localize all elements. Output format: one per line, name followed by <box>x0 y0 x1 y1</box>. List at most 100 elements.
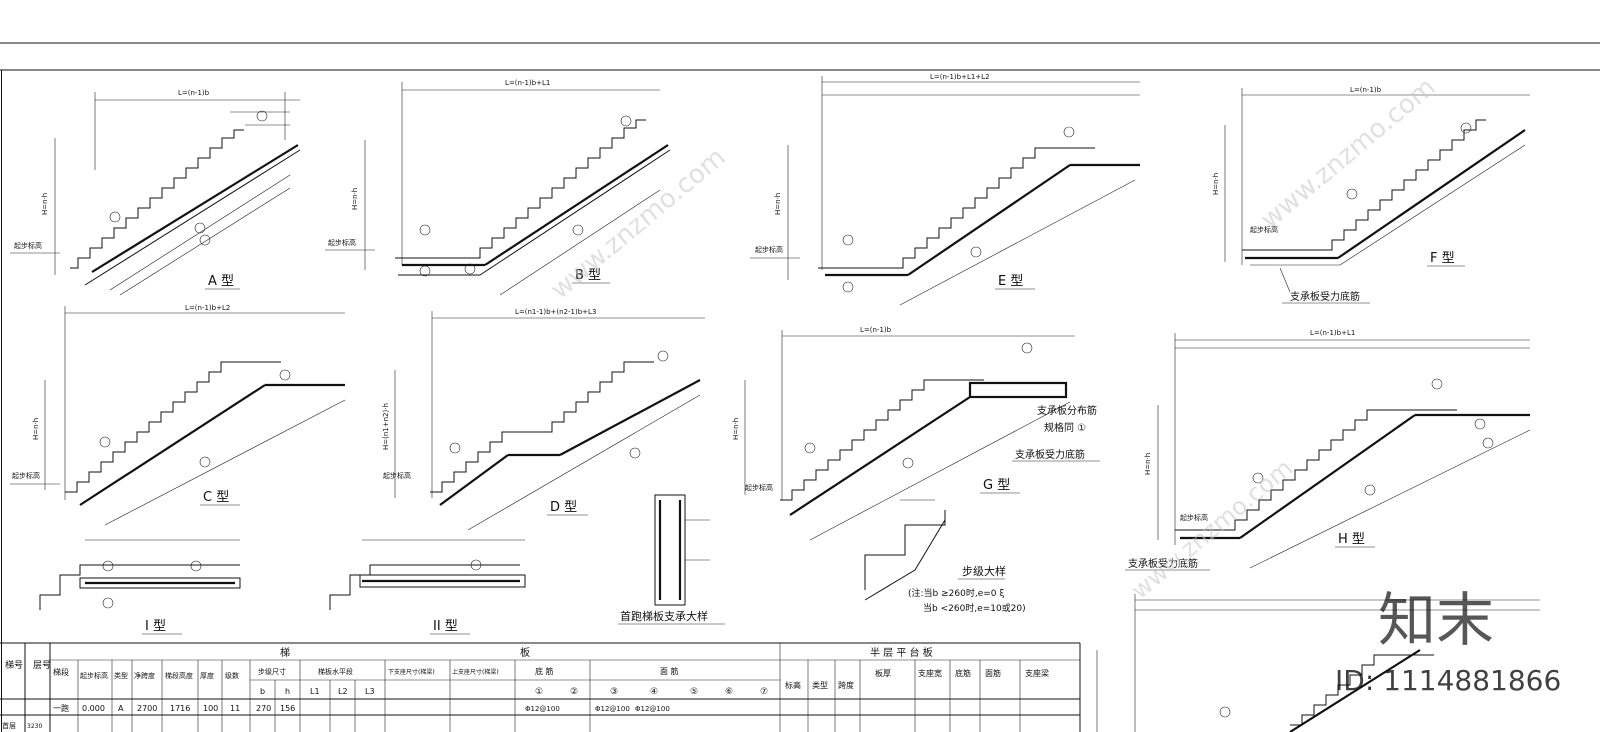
col-upper-support: 上支座尺寸(梯梁) <box>452 668 499 676</box>
plat-col-elev: 标高 <box>785 680 801 690</box>
plat-col-span: 跨度 <box>838 680 854 690</box>
b-start-elev: 起步标高 <box>328 238 356 247</box>
c-height-label: H=n·h <box>32 418 40 440</box>
detail-type-2: II 型 <box>329 539 526 635</box>
g-height-label: H=n·h <box>732 418 740 440</box>
stair-type-b: L=(n-1)b+L1 H=n·h 起步标高 B 型 <box>325 79 671 296</box>
row1-h: 156 <box>280 704 295 713</box>
f-span-label: L=(n-1)b <box>1350 86 1382 94</box>
sub-h: h <box>285 687 290 696</box>
col-steps: 级数 <box>225 671 239 680</box>
f-start-elev: 起步标高 <box>1250 225 1278 234</box>
bar-num-4: ④ <box>650 687 658 697</box>
table-section-platform: 半 层 平 台 板 <box>870 646 933 659</box>
watermark-site-3: www.znzmo.com <box>1126 454 1298 605</box>
h-title: H 型 <box>1338 532 1365 547</box>
bar-num-6: ⑥ <box>725 687 733 697</box>
b-title: B 型 <box>575 268 601 283</box>
stair-type-h: L=(n-1)b+L1 H=n·h 起步标高 支承板受力底筋 H 型 <box>1125 329 1531 571</box>
c-start-elev: 起步标高 <box>12 471 40 480</box>
a-span-label: L=(n-1)b <box>178 89 210 97</box>
d-start-elev: 起步标高 <box>383 471 411 480</box>
d-title: D 型 <box>550 500 577 515</box>
col-thickness: 厚度 <box>200 671 214 680</box>
sub-b: b <box>260 687 265 696</box>
watermark-id: ID: 1114881866 <box>1335 664 1561 697</box>
bar-num-7: ⑦ <box>760 687 768 697</box>
type1-title: I 型 <box>145 619 166 634</box>
col-lower-support: 下支座尺寸(梯梁) <box>388 668 435 676</box>
g-title: G 型 <box>983 478 1010 493</box>
sub-l1: L1 <box>310 687 320 696</box>
col-height: 梯段高度 <box>165 671 193 680</box>
table-flight: 梯段 <box>53 667 69 677</box>
row1-t: 100 <box>203 704 218 713</box>
stair-type-c: L=(n-1)b+L2 H=n·h 起步标高 C 型 <box>10 304 346 526</box>
row1-height: 1716 <box>170 704 190 713</box>
e-title: E 型 <box>998 274 1023 289</box>
stair-type-a: L=(n-1)b H=n·h 起步标高 A 型 <box>10 89 301 296</box>
col-type: 类型 <box>114 671 128 680</box>
row-floor-code: 3230 <box>27 723 42 730</box>
col-step-size: 步级尺寸 <box>258 667 286 676</box>
bar-num-3: ③ <box>610 687 618 697</box>
step-detail-title: 步级大样 <box>962 564 1006 578</box>
h-note: 支承板受力底筋 <box>1128 557 1198 570</box>
h-span-label: L=(n-1)b+L1 <box>1310 329 1355 337</box>
d-span-label: L=(n1-1)b+(n2-1)b+L3 <box>515 308 596 316</box>
col-span: 净跨度 <box>134 671 155 680</box>
g-start-elev: 起步标高 <box>745 483 773 492</box>
schedule-table: 梯号 层号 梯段 梯 板 半 层 平 台 板 起步标高 类型 净跨度 梯段高度 … <box>0 642 1081 732</box>
c-title: C 型 <box>203 490 229 505</box>
row1-span: 2700 <box>137 704 157 713</box>
sub-l3: L3 <box>365 687 375 696</box>
col-top-bar: 面 筋 <box>660 666 679 676</box>
step-detail: 步级大样 (注:当b ≥260时,e=0 ξ 当b <260时,e=10或20) <box>864 499 1026 614</box>
row1-bar1: Φ12@100 <box>525 705 560 713</box>
h-start-elev: 起步标高 <box>1180 513 1208 522</box>
sub-l2: L2 <box>338 687 348 696</box>
col-start-elev: 起步标高 <box>80 671 108 680</box>
row1-bar4: Φ12@100 <box>635 705 670 713</box>
detail-type-1: I 型 <box>39 539 241 635</box>
watermark-site-2: www.znzmo.com <box>1255 72 1441 235</box>
bar-num-1: ① <box>535 687 543 697</box>
stair-type-g: L=(n-1)b H=n·h 起步标高 支承板分布筋 规格同 ① 支承板受力底筋… <box>732 326 1100 541</box>
plat-col-support: 支座宽 <box>918 668 942 678</box>
a-title: A 型 <box>208 274 234 289</box>
step-note-1: (注:当b ≥260时,e=0 ξ <box>908 587 1004 599</box>
row1-elev: 0.000 <box>82 704 105 713</box>
g-note-dist: 支承板分布筋 <box>1037 404 1097 417</box>
watermark-brand: 知末 <box>1378 586 1494 654</box>
row1-type: A <box>118 704 124 713</box>
bar-num-5: ⑤ <box>690 687 698 697</box>
b-span-label: L=(n-1)b+L1 <box>505 79 550 87</box>
row1-n: 11 <box>230 704 240 713</box>
a-height-label: H=n·h <box>41 193 49 215</box>
g-span-label: L=(n-1)b <box>860 326 892 334</box>
e-height-label: H=n·h <box>774 193 782 215</box>
watermark-site-1: www.znzmo.com <box>545 142 731 305</box>
c-span-label: L=(n-1)b+L2 <box>185 304 230 312</box>
plat-col-thick: 板厚 <box>875 668 891 678</box>
col-bottom-bar: 底 筋 <box>535 666 554 676</box>
stair-type-f: L=(n-1)b H=n·h 起步标高 F 型 支承板受力底筋 <box>1212 86 1530 304</box>
plat-col-top: 面筋 <box>985 668 1001 678</box>
table-section-slab: 梯 <box>280 646 290 659</box>
f-title: F 型 <box>1430 251 1455 266</box>
row-floor-label: 首层 <box>2 721 16 730</box>
d-height-label: H=(n1+n2)·h <box>382 403 390 450</box>
support-detail: 首跑梯板支承大样 <box>618 494 725 625</box>
stair-type-partial <box>1096 594 1540 732</box>
watermark: www.znzmo.com www.znzmo.com www.znzmo.co… <box>545 72 1561 697</box>
h-height-label: H=n·h <box>1144 453 1152 475</box>
plat-col-type: 类型 <box>812 680 828 690</box>
table-floor-no: 层号 <box>33 660 51 671</box>
stair-type-d: L=(n1-1)b+(n2-1)b+L3 H=(n1+n2)·h 起步标高 D … <box>382 308 705 531</box>
row1-b: 270 <box>256 704 271 713</box>
support-detail-title: 首跑梯板支承大样 <box>620 609 708 623</box>
table-stair-no: 梯号 <box>5 659 23 671</box>
table-section-slab2: 板 <box>520 646 530 659</box>
bar-num-2: ② <box>570 687 578 697</box>
